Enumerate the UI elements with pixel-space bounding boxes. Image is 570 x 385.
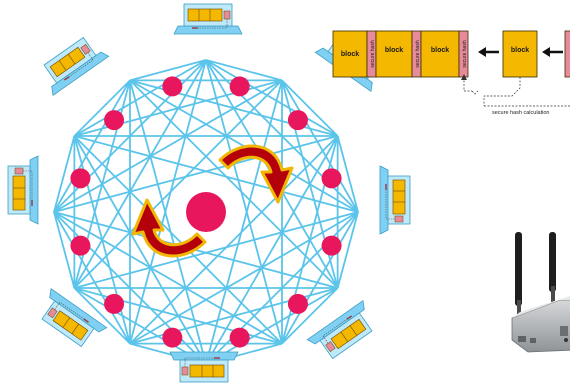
laptop-icon: [41, 287, 108, 348]
mesh-link: [205, 59, 283, 82]
mesh-link: [73, 59, 207, 137]
laptop-icon: [306, 299, 373, 360]
chain-block: [420, 30, 460, 78]
mesh-link: [129, 79, 339, 289]
mesh-link: [205, 59, 283, 344]
mesh-link: [129, 59, 207, 82]
peer-node: [321, 235, 342, 256]
mesh-link: [129, 135, 339, 345]
chain-block-label: block: [385, 47, 403, 54]
mesh-link: [73, 79, 131, 137]
rotation-arrow-icon: [218, 144, 294, 204]
mesh-link: [281, 211, 359, 345]
mesh-link: [53, 211, 131, 345]
chain-block-label: block: [341, 51, 359, 58]
center-node: [186, 192, 226, 232]
mesh-link: [53, 79, 283, 213]
mesh-link: [129, 59, 207, 344]
mesh-link: [336, 135, 359, 213]
peer-node: [162, 327, 183, 348]
mesh-link: [281, 79, 339, 137]
chain-block-label: block: [511, 47, 529, 54]
chain-block: [502, 30, 538, 78]
mesh-link: [281, 79, 359, 213]
rotation-arrow-icon: [131, 198, 207, 258]
peer-node: [287, 110, 308, 131]
chain-hash: [564, 30, 570, 78]
chain-hash-label: secure hash: [370, 40, 376, 67]
mesh-link: [53, 135, 338, 213]
arrow-left-icon: [478, 47, 499, 57]
mesh-link: [73, 287, 131, 345]
mesh-link: [73, 135, 207, 365]
chain-block: [332, 30, 368, 78]
mesh-link: [53, 79, 131, 213]
mesh-link: [73, 135, 283, 345]
laptop-icon: [43, 36, 110, 97]
peer-node: [70, 168, 91, 189]
mesh-link: [129, 211, 359, 345]
arrow-left-icon: [542, 47, 563, 57]
peer-node: [321, 168, 342, 189]
mesh-link: [73, 79, 283, 289]
hash-calculation-lines: [463, 77, 570, 107]
peer-node: [162, 76, 183, 97]
laptop-icon: [379, 165, 411, 235]
mesh-link: [74, 135, 359, 213]
mesh-link: [281, 287, 339, 345]
peer-node: [287, 293, 308, 314]
laptop-icon: [7, 155, 39, 225]
peer-node: [70, 235, 91, 256]
mesh-link: [73, 59, 207, 289]
mesh-link: [129, 80, 207, 365]
laptop-icon: [169, 351, 239, 383]
peer-node: [104, 293, 125, 314]
chain-block-label: block: [431, 47, 449, 54]
peer-node: [229, 76, 250, 97]
mesh-link: [53, 135, 76, 213]
router-icon: [511, 232, 570, 353]
chain-hash-label: secure hash: [415, 40, 421, 67]
mesh-link: [205, 59, 339, 137]
mesh-link: [73, 287, 207, 365]
chain-hash-label: secure hash: [462, 40, 468, 67]
rotation-arrows: [131, 144, 294, 258]
mesh-link: [205, 287, 339, 365]
laptop-icon: [173, 3, 243, 35]
mesh-link: [205, 80, 283, 365]
hash-calculation-label: secure hash calculation: [492, 110, 549, 116]
mesh-link: [53, 211, 76, 289]
peer-node: [104, 110, 125, 131]
mesh-link: [336, 211, 359, 289]
peer-mesh: [53, 59, 359, 365]
chain-block: [375, 30, 413, 78]
peer-nodes: [70, 76, 342, 348]
mesh-link: [74, 211, 359, 289]
peer-node: [229, 327, 250, 348]
mesh-link: [205, 135, 339, 365]
mesh-link: [53, 211, 283, 345]
blockchain-strip: block secure hash block secure hash bloc…: [332, 30, 570, 116]
